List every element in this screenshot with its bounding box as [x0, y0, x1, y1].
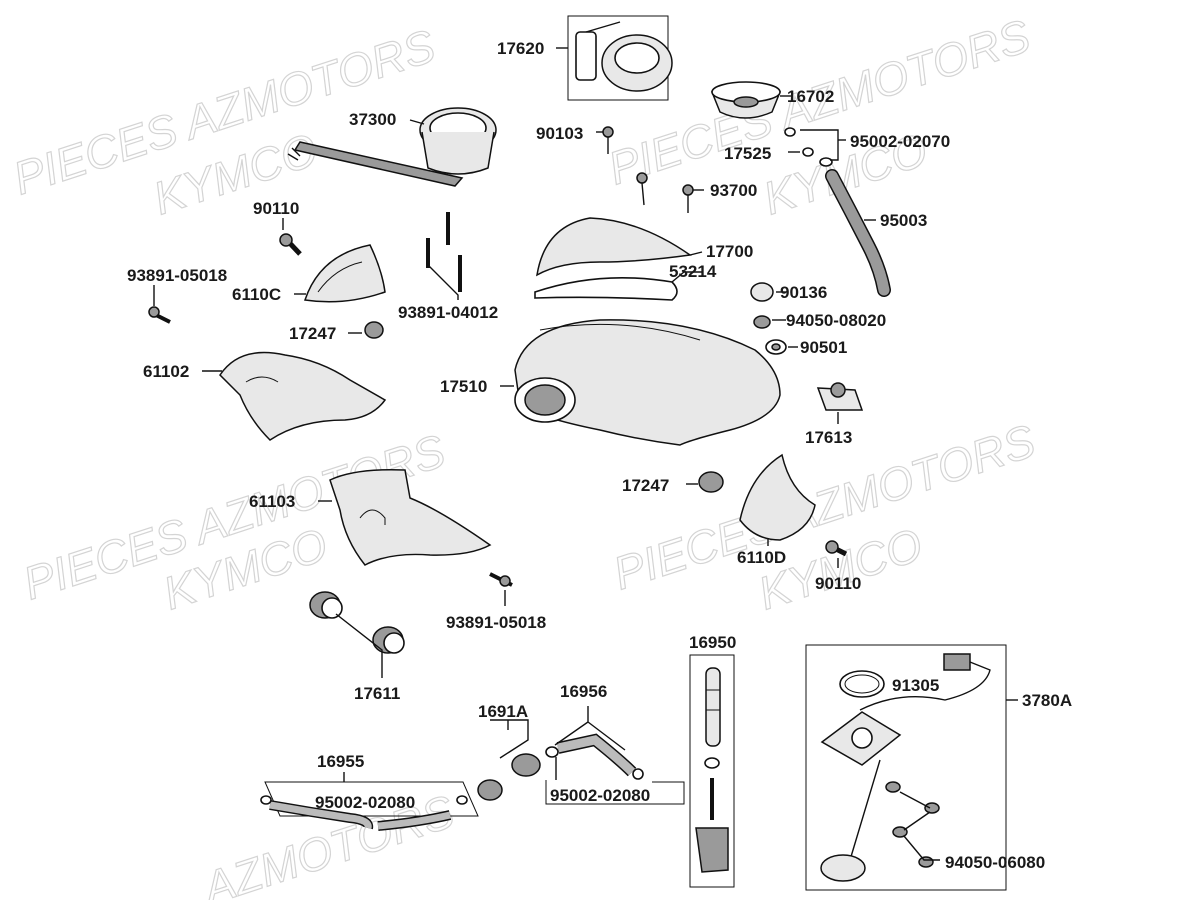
tank-cover-17700 [536, 217, 703, 277]
fuel-filter-1691A [477, 719, 541, 801]
fuel-cap-center [614, 42, 660, 74]
bolts-93891-04012 [426, 212, 462, 300]
label-61103: 61103 [249, 492, 295, 511]
hose-clips-upper [784, 127, 846, 167]
label-6110D: 6110D [737, 548, 786, 567]
nuts-94050-06080 [885, 781, 940, 868]
bolt-93891-05018-b [489, 572, 513, 606]
side-cover-61102 [202, 351, 387, 441]
breather-hose-part [825, 169, 891, 297]
label-17620: 17620 [497, 39, 544, 58]
cap-seat-part [711, 81, 792, 119]
nut-plate-17613 [816, 382, 864, 424]
small-parts-right [750, 282, 798, 355]
ignition-key-part [575, 31, 597, 81]
label-16950: 16950 [689, 633, 736, 652]
label-6110C: 6110C [232, 285, 281, 304]
screw-90110-b [825, 540, 848, 568]
label-93700: 93700 [710, 181, 757, 200]
bolt-93891-05018-a [148, 285, 171, 324]
bolt-90103 [596, 126, 614, 154]
label-37300: 37300 [349, 110, 396, 129]
part-labels: 17620 16702 37300 90103 17525 95002-0207… [127, 39, 1072, 872]
side-cover-61103 [318, 468, 492, 566]
label-17613: 17613 [805, 428, 852, 447]
label-16956: 16956 [560, 682, 607, 701]
label-90136: 90136 [780, 283, 827, 302]
gasket-53214 [534, 271, 702, 301]
label-91305: 91305 [892, 676, 939, 695]
label-17247-b: 17247 [622, 476, 669, 495]
side-cover-6110D [739, 453, 816, 546]
label-17525: 17525 [724, 144, 771, 163]
bolt-93700 [636, 172, 704, 213]
label-1691A: 1691A [478, 702, 528, 721]
label-94050-06080: 94050-06080 [945, 853, 1045, 872]
label-3780A: 3780A [1022, 691, 1072, 710]
label-17611: 17611 [354, 684, 400, 703]
fuel-sender-3780A [805, 644, 1018, 891]
knobs-17611 [309, 591, 405, 678]
fuel-cap-assembly [556, 15, 673, 101]
label-94050-08020: 94050-08020 [786, 311, 886, 330]
hose-16955 [260, 772, 479, 831]
label-93891-05018-b: 93891-05018 [446, 613, 546, 632]
label-95002-02080-a: 95002-02080 [315, 793, 415, 812]
hose-clip-bracket [545, 757, 685, 805]
screw-90110-a [279, 218, 302, 256]
label-90103: 90103 [536, 124, 583, 143]
hose-16956 [545, 706, 644, 780]
label-17510: 17510 [440, 377, 487, 396]
fuel-cock-16950 [689, 654, 735, 888]
label-95002-02070: 95002-02070 [850, 132, 950, 151]
label-90110-b: 90110 [815, 574, 861, 593]
label-17247-a: 17247 [289, 324, 336, 343]
side-cover-6110C [294, 244, 386, 303]
label-90110-a: 90110 [253, 199, 299, 218]
label-95002-02080-b: 95002-02080 [550, 786, 650, 805]
label-90501: 90501 [800, 338, 847, 357]
grommet-17247-a [348, 321, 384, 339]
fuel-gauge-part [287, 107, 497, 187]
label-95003: 95003 [880, 211, 927, 230]
label-16955: 16955 [317, 752, 364, 771]
label-17700: 17700 [706, 242, 753, 261]
label-61102: 61102 [143, 362, 189, 381]
label-16702: 16702 [787, 87, 834, 106]
fuel-tank-part [500, 319, 781, 446]
label-93891-04012: 93891-04012 [398, 303, 498, 322]
label-53214: 53214 [669, 262, 717, 281]
label-93891-05018-a: 93891-05018 [127, 266, 227, 285]
grommet-17247-b [686, 471, 724, 493]
